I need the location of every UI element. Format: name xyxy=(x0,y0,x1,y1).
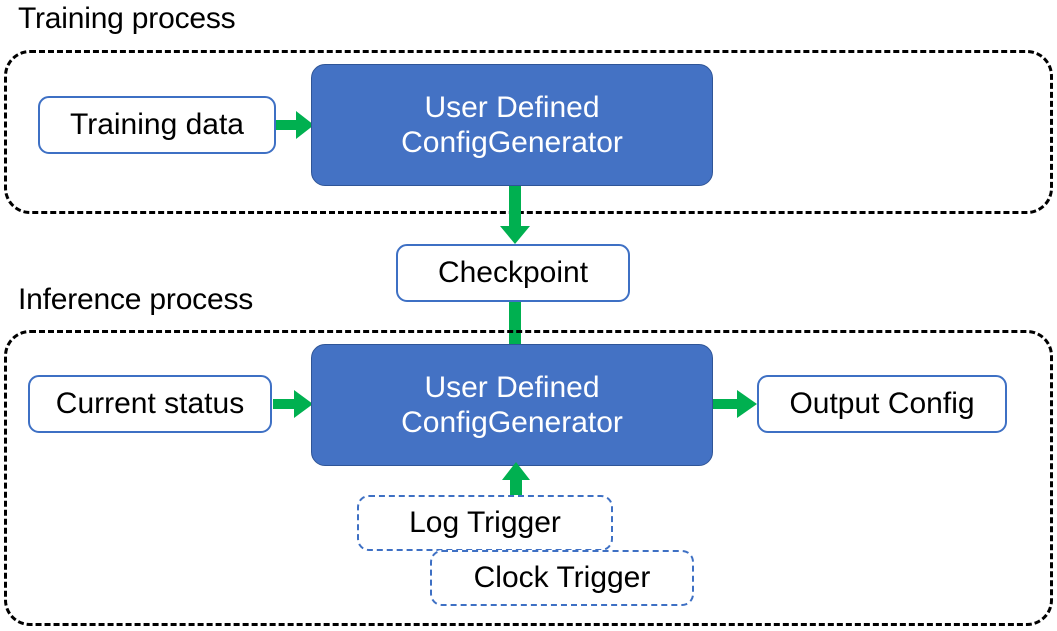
current-status-label: Current status xyxy=(55,387,245,420)
training-process-title: Training process xyxy=(18,2,236,35)
output-config-label: Output Config xyxy=(789,387,975,420)
log-trigger-label: Log Trigger xyxy=(409,506,561,539)
clock-trigger-label: Clock Trigger xyxy=(473,561,651,594)
inference-generator-line1: User Defined xyxy=(424,370,600,404)
log-trigger-box[interactable]: Log Trigger xyxy=(357,495,613,551)
inference-config-generator-box[interactable]: User Defined ConfigGenerator xyxy=(311,344,713,466)
checkpoint-box[interactable]: Checkpoint xyxy=(396,244,630,302)
clock-trigger-box[interactable]: Clock Trigger xyxy=(430,550,694,606)
output-config-box[interactable]: Output Config xyxy=(757,375,1007,433)
training-data-box[interactable]: Training data xyxy=(38,96,276,154)
checkpoint-label: Checkpoint xyxy=(437,256,589,289)
training-generator-line1: User Defined xyxy=(424,90,600,124)
inference-process-title: Inference process xyxy=(18,283,254,316)
training-config-generator-box[interactable]: User Defined ConfigGenerator xyxy=(311,64,713,186)
current-status-box[interactable]: Current status xyxy=(28,375,272,433)
inference-process-container xyxy=(4,330,1053,626)
training-generator-line2: ConfigGenerator xyxy=(401,126,623,159)
inference-generator-line2: ConfigGenerator xyxy=(401,406,623,439)
training-data-label: Training data xyxy=(70,108,244,141)
